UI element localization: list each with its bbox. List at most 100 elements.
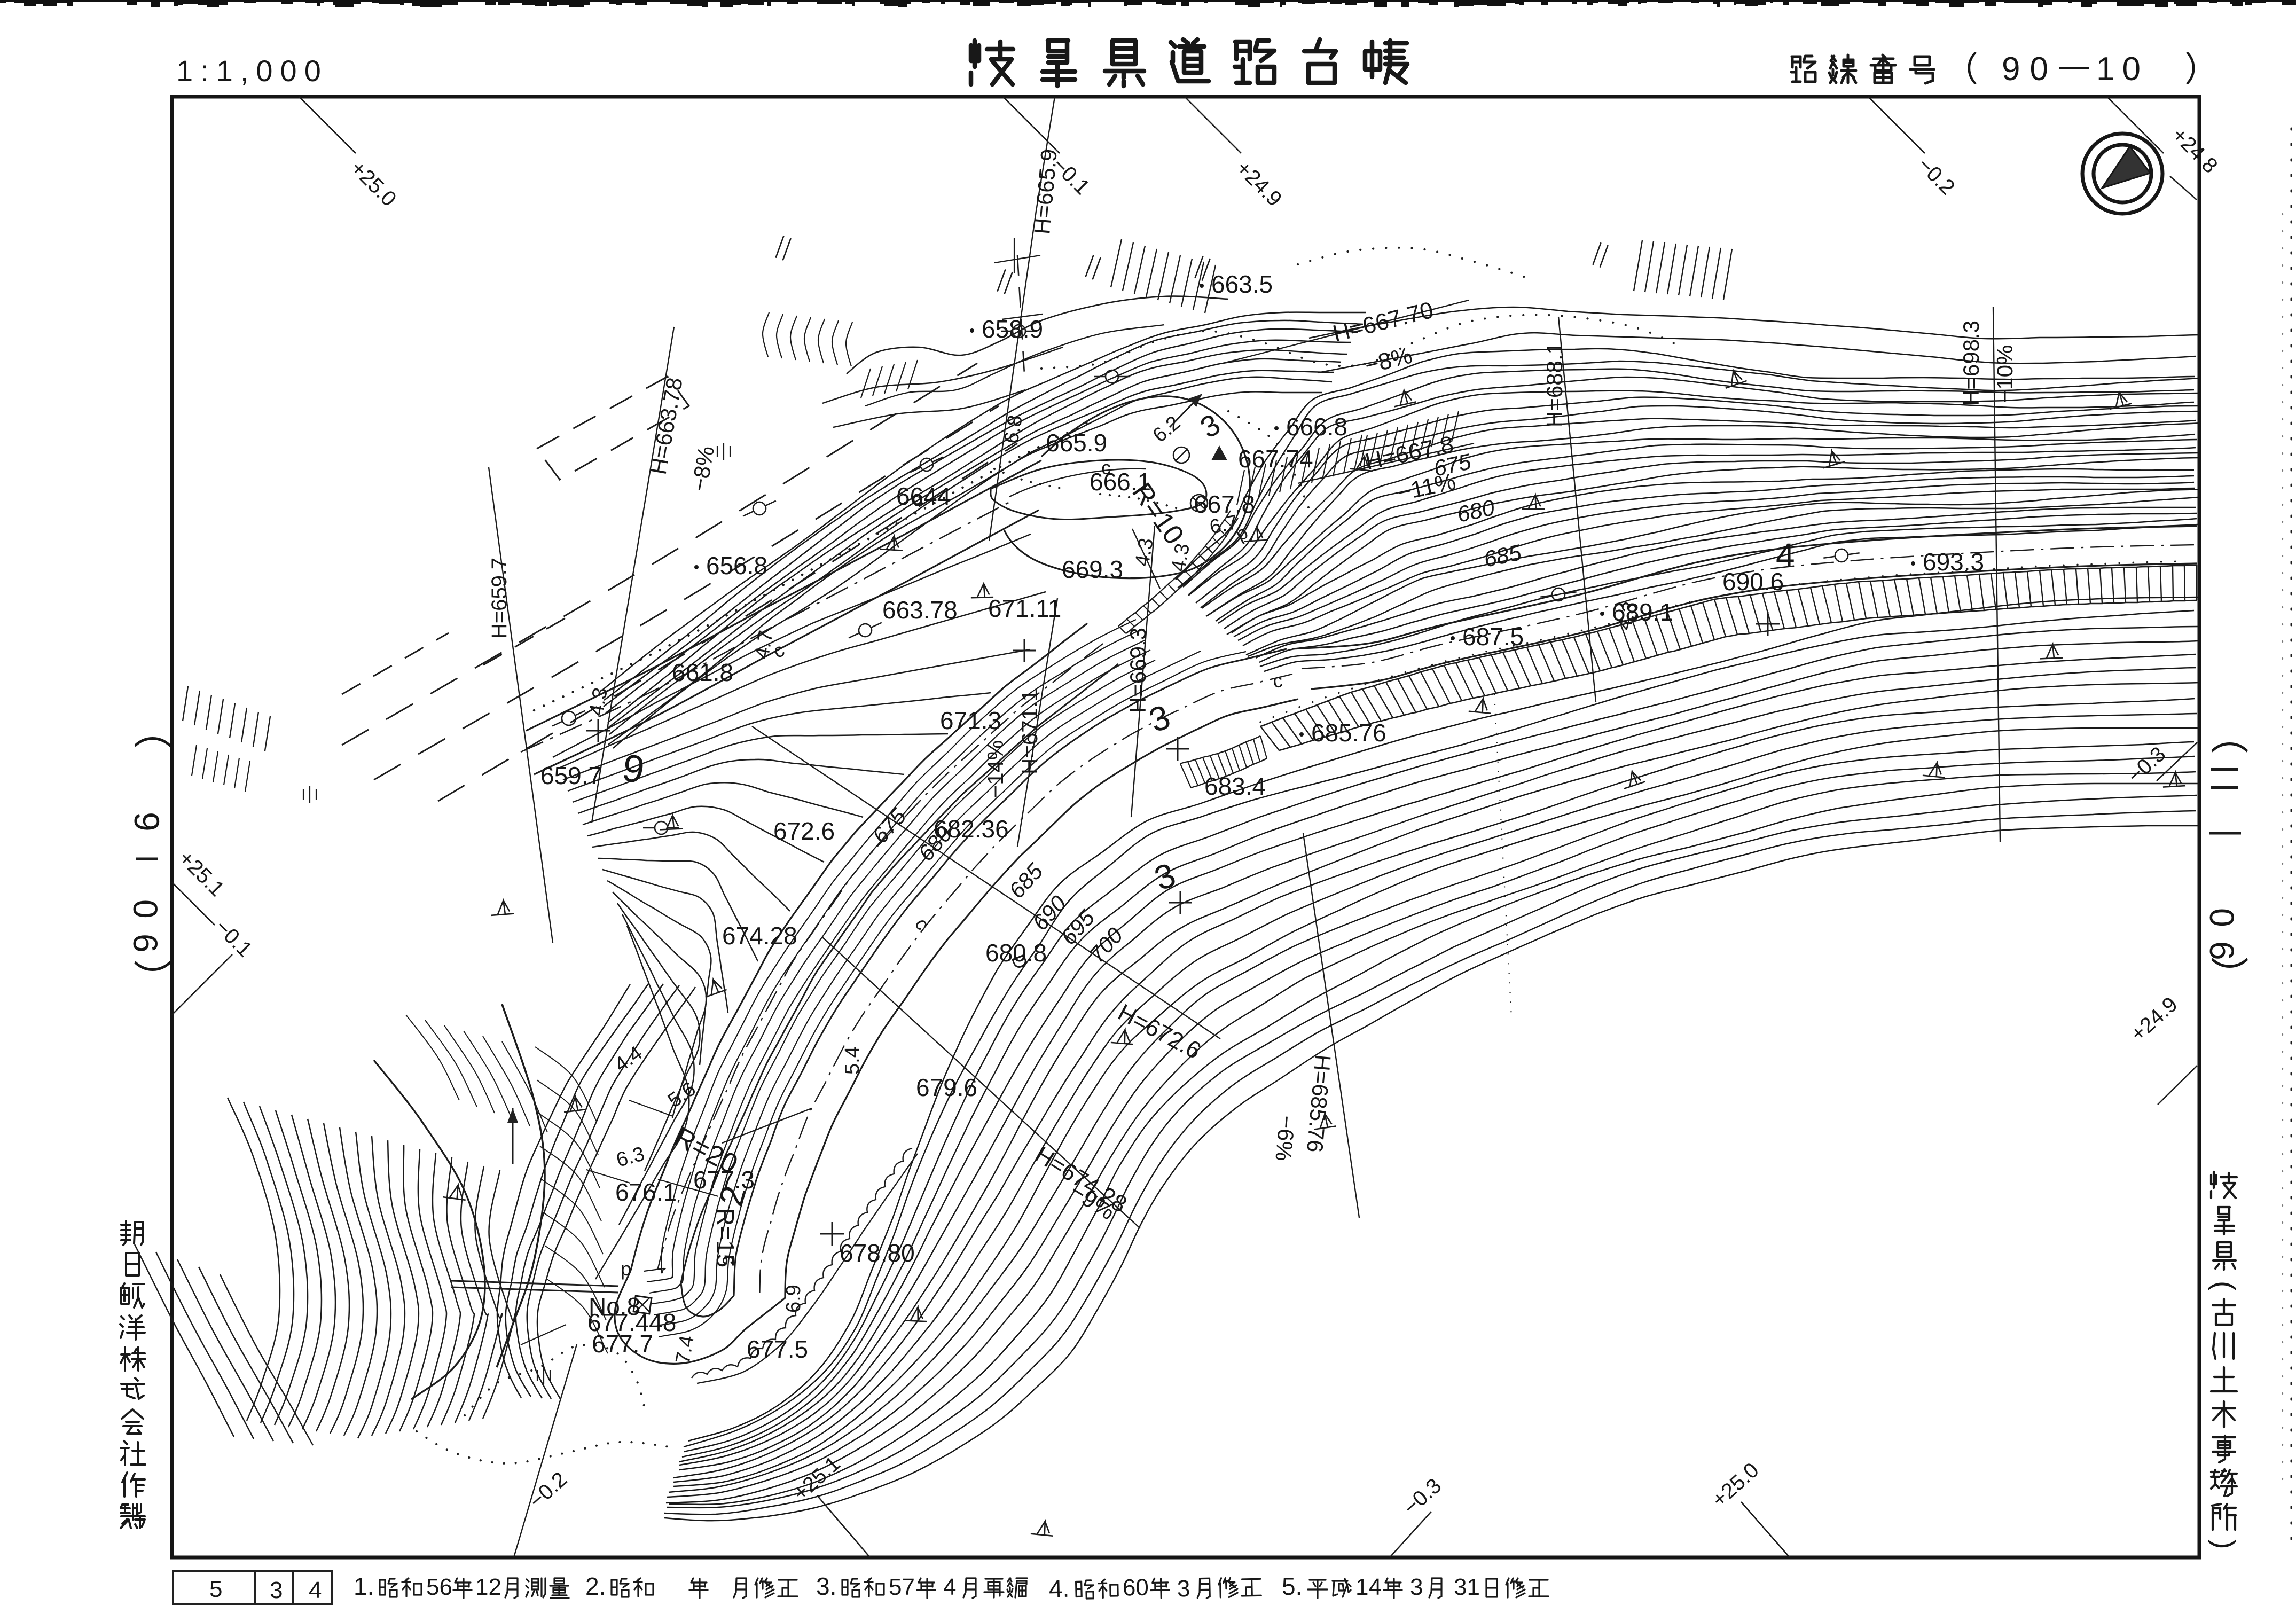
svg-text:90: 90 bbox=[2002, 51, 2058, 88]
svg-text:4.3: 4.3 bbox=[1131, 536, 1158, 568]
svg-text:3: 3 bbox=[1177, 1576, 1190, 1602]
svg-text:3: 3 bbox=[1144, 697, 1175, 740]
svg-text:H=698.3: H=698.3 bbox=[1958, 320, 1984, 406]
svg-text:5.4: 5.4 bbox=[841, 1046, 864, 1075]
svg-text:H=659.7: H=659.7 bbox=[488, 558, 511, 639]
svg-text:9: 9 bbox=[127, 812, 167, 832]
svg-text:675: 675 bbox=[867, 803, 911, 848]
svg-text:No.8: No.8 bbox=[589, 1293, 640, 1320]
svg-text:4.7: 4.7 bbox=[751, 629, 778, 660]
svg-text:56: 56 bbox=[426, 1574, 452, 1600]
svg-text:9: 9 bbox=[619, 746, 647, 792]
svg-text:3: 3 bbox=[1149, 855, 1180, 898]
svg-text:−0.3: −0.3 bbox=[2123, 742, 2170, 788]
svg-text:（: （ bbox=[1944, 50, 1978, 89]
svg-text:）: ） bbox=[129, 959, 172, 998]
svg-text:667.74: 667.74 bbox=[1238, 445, 1313, 473]
svg-text:6.9: 6.9 bbox=[782, 1285, 805, 1313]
svg-text:c: c bbox=[1101, 457, 1111, 479]
svg-text:4: 4 bbox=[1776, 536, 1795, 575]
svg-text:663.5: 663.5 bbox=[1211, 270, 1273, 298]
svg-text:—: — bbox=[2059, 49, 2089, 82]
svg-text:−8%: −8% bbox=[686, 444, 719, 493]
svg-text:）: ） bbox=[2184, 50, 2219, 89]
svg-text:−10%: −10% bbox=[1992, 345, 2017, 403]
svg-text:6.8: 6.8 bbox=[1000, 413, 1028, 445]
svg-text:4.3: 4.3 bbox=[585, 686, 613, 717]
svg-text:1:1,000: 1:1,000 bbox=[176, 54, 328, 88]
svg-text:683.4: 683.4 bbox=[1204, 772, 1266, 800]
svg-text:−0.1: −0.1 bbox=[210, 915, 257, 961]
svg-text:3: 3 bbox=[270, 1577, 283, 1603]
svg-text:685.76: 685.76 bbox=[1311, 719, 1386, 747]
svg-text:677.448: 677.448 bbox=[587, 1309, 676, 1336]
svg-text:1.: 1. bbox=[354, 1572, 374, 1600]
svg-text:672.6: 672.6 bbox=[773, 817, 835, 845]
svg-text:+25.0: +25.0 bbox=[346, 156, 401, 211]
svg-text:666.8: 666.8 bbox=[1286, 413, 1347, 441]
svg-text:667.8: 667.8 bbox=[1194, 490, 1255, 518]
svg-text:5.: 5. bbox=[1282, 1572, 1302, 1600]
svg-text:674.28: 674.28 bbox=[722, 922, 797, 950]
svg-text:−8%: −8% bbox=[1362, 342, 1415, 379]
svg-text:682.36: 682.36 bbox=[934, 815, 1009, 843]
svg-text:H=665.9: H=665.9 bbox=[1029, 148, 1062, 235]
svg-text:4.3: 4.3 bbox=[1167, 542, 1195, 573]
svg-text:693.3: 693.3 bbox=[1923, 548, 1984, 576]
svg-text:+24.8: +24.8 bbox=[2167, 123, 2222, 178]
svg-text:671.3: 671.3 bbox=[940, 707, 1001, 734]
svg-text:H=685.76: H=685.76 bbox=[1302, 1054, 1336, 1154]
svg-text:3: 3 bbox=[1410, 1574, 1423, 1600]
svg-text:661.8: 661.8 bbox=[672, 659, 733, 686]
svg-text:0: 0 bbox=[126, 899, 164, 919]
svg-text:−6%: −6% bbox=[1271, 1115, 1299, 1162]
svg-text:2.: 2. bbox=[585, 1572, 606, 1600]
svg-text:679.6: 679.6 bbox=[916, 1074, 977, 1101]
svg-text:）: ） bbox=[2206, 956, 2249, 994]
svg-text:H=667.70: H=667.70 bbox=[1330, 297, 1436, 347]
svg-text:677.7: 677.7 bbox=[592, 1330, 653, 1358]
svg-text:H=672.6: H=672.6 bbox=[1114, 999, 1205, 1064]
svg-text:663.78: 663.78 bbox=[882, 596, 958, 624]
svg-text:6: 6 bbox=[2203, 941, 2241, 960]
svg-text:680.8: 680.8 bbox=[985, 939, 1047, 967]
svg-text:): ) bbox=[2208, 1539, 2242, 1549]
svg-text:4: 4 bbox=[943, 1574, 956, 1600]
svg-text:678.80: 678.80 bbox=[840, 1239, 915, 1267]
svg-text:−0.3: −0.3 bbox=[1399, 1474, 1446, 1520]
svg-text:671.11: 671.11 bbox=[988, 594, 1061, 622]
svg-text:685: 685 bbox=[1004, 858, 1048, 903]
svg-text:656.8: 656.8 bbox=[706, 552, 767, 580]
svg-text:H=669.3: H=669.3 bbox=[1125, 628, 1150, 713]
svg-text:57: 57 bbox=[889, 1574, 915, 1600]
svg-text:677.3: 677.3 bbox=[693, 1166, 755, 1194]
svg-text:6644: 6644 bbox=[896, 482, 951, 510]
svg-text:R=15: R=15 bbox=[711, 1208, 739, 1267]
svg-text:5.6: 5.6 bbox=[664, 1078, 700, 1113]
svg-text:H=671.1: H=671.1 bbox=[1017, 689, 1042, 774]
svg-text:687.5: 687.5 bbox=[1462, 623, 1524, 651]
svg-text:665.9: 665.9 bbox=[1046, 429, 1107, 457]
svg-text:（: （ bbox=[129, 710, 172, 749]
svg-text:−0.2: −0.2 bbox=[524, 1468, 571, 1514]
svg-text:659.7: 659.7 bbox=[540, 762, 602, 789]
svg-text:0: 0 bbox=[2203, 908, 2241, 927]
svg-text:60: 60 bbox=[1122, 1575, 1149, 1601]
svg-text:31: 31 bbox=[1454, 1574, 1480, 1600]
svg-text:3: 3 bbox=[1195, 407, 1226, 444]
svg-text:680: 680 bbox=[1455, 495, 1497, 527]
svg-text:676.1: 676.1 bbox=[615, 1178, 677, 1206]
svg-text:10: 10 bbox=[2096, 51, 2148, 88]
svg-text:−0.2: −0.2 bbox=[1913, 153, 1960, 199]
svg-text:669.3: 669.3 bbox=[1062, 555, 1123, 583]
svg-text:H=663.78: H=663.78 bbox=[646, 375, 687, 476]
svg-text:5: 5 bbox=[209, 1576, 222, 1602]
svg-text:14: 14 bbox=[1355, 1574, 1382, 1600]
svg-text:（: （ bbox=[2206, 716, 2249, 754]
svg-text:4.: 4. bbox=[1048, 1575, 1069, 1603]
svg-text:−14%: −14% bbox=[983, 740, 1008, 798]
svg-text:c: c bbox=[1271, 669, 1284, 692]
svg-text:7.4: 7.4 bbox=[672, 1334, 699, 1365]
svg-text:12: 12 bbox=[475, 1574, 501, 1600]
svg-text:689.1: 689.1 bbox=[1612, 598, 1673, 626]
